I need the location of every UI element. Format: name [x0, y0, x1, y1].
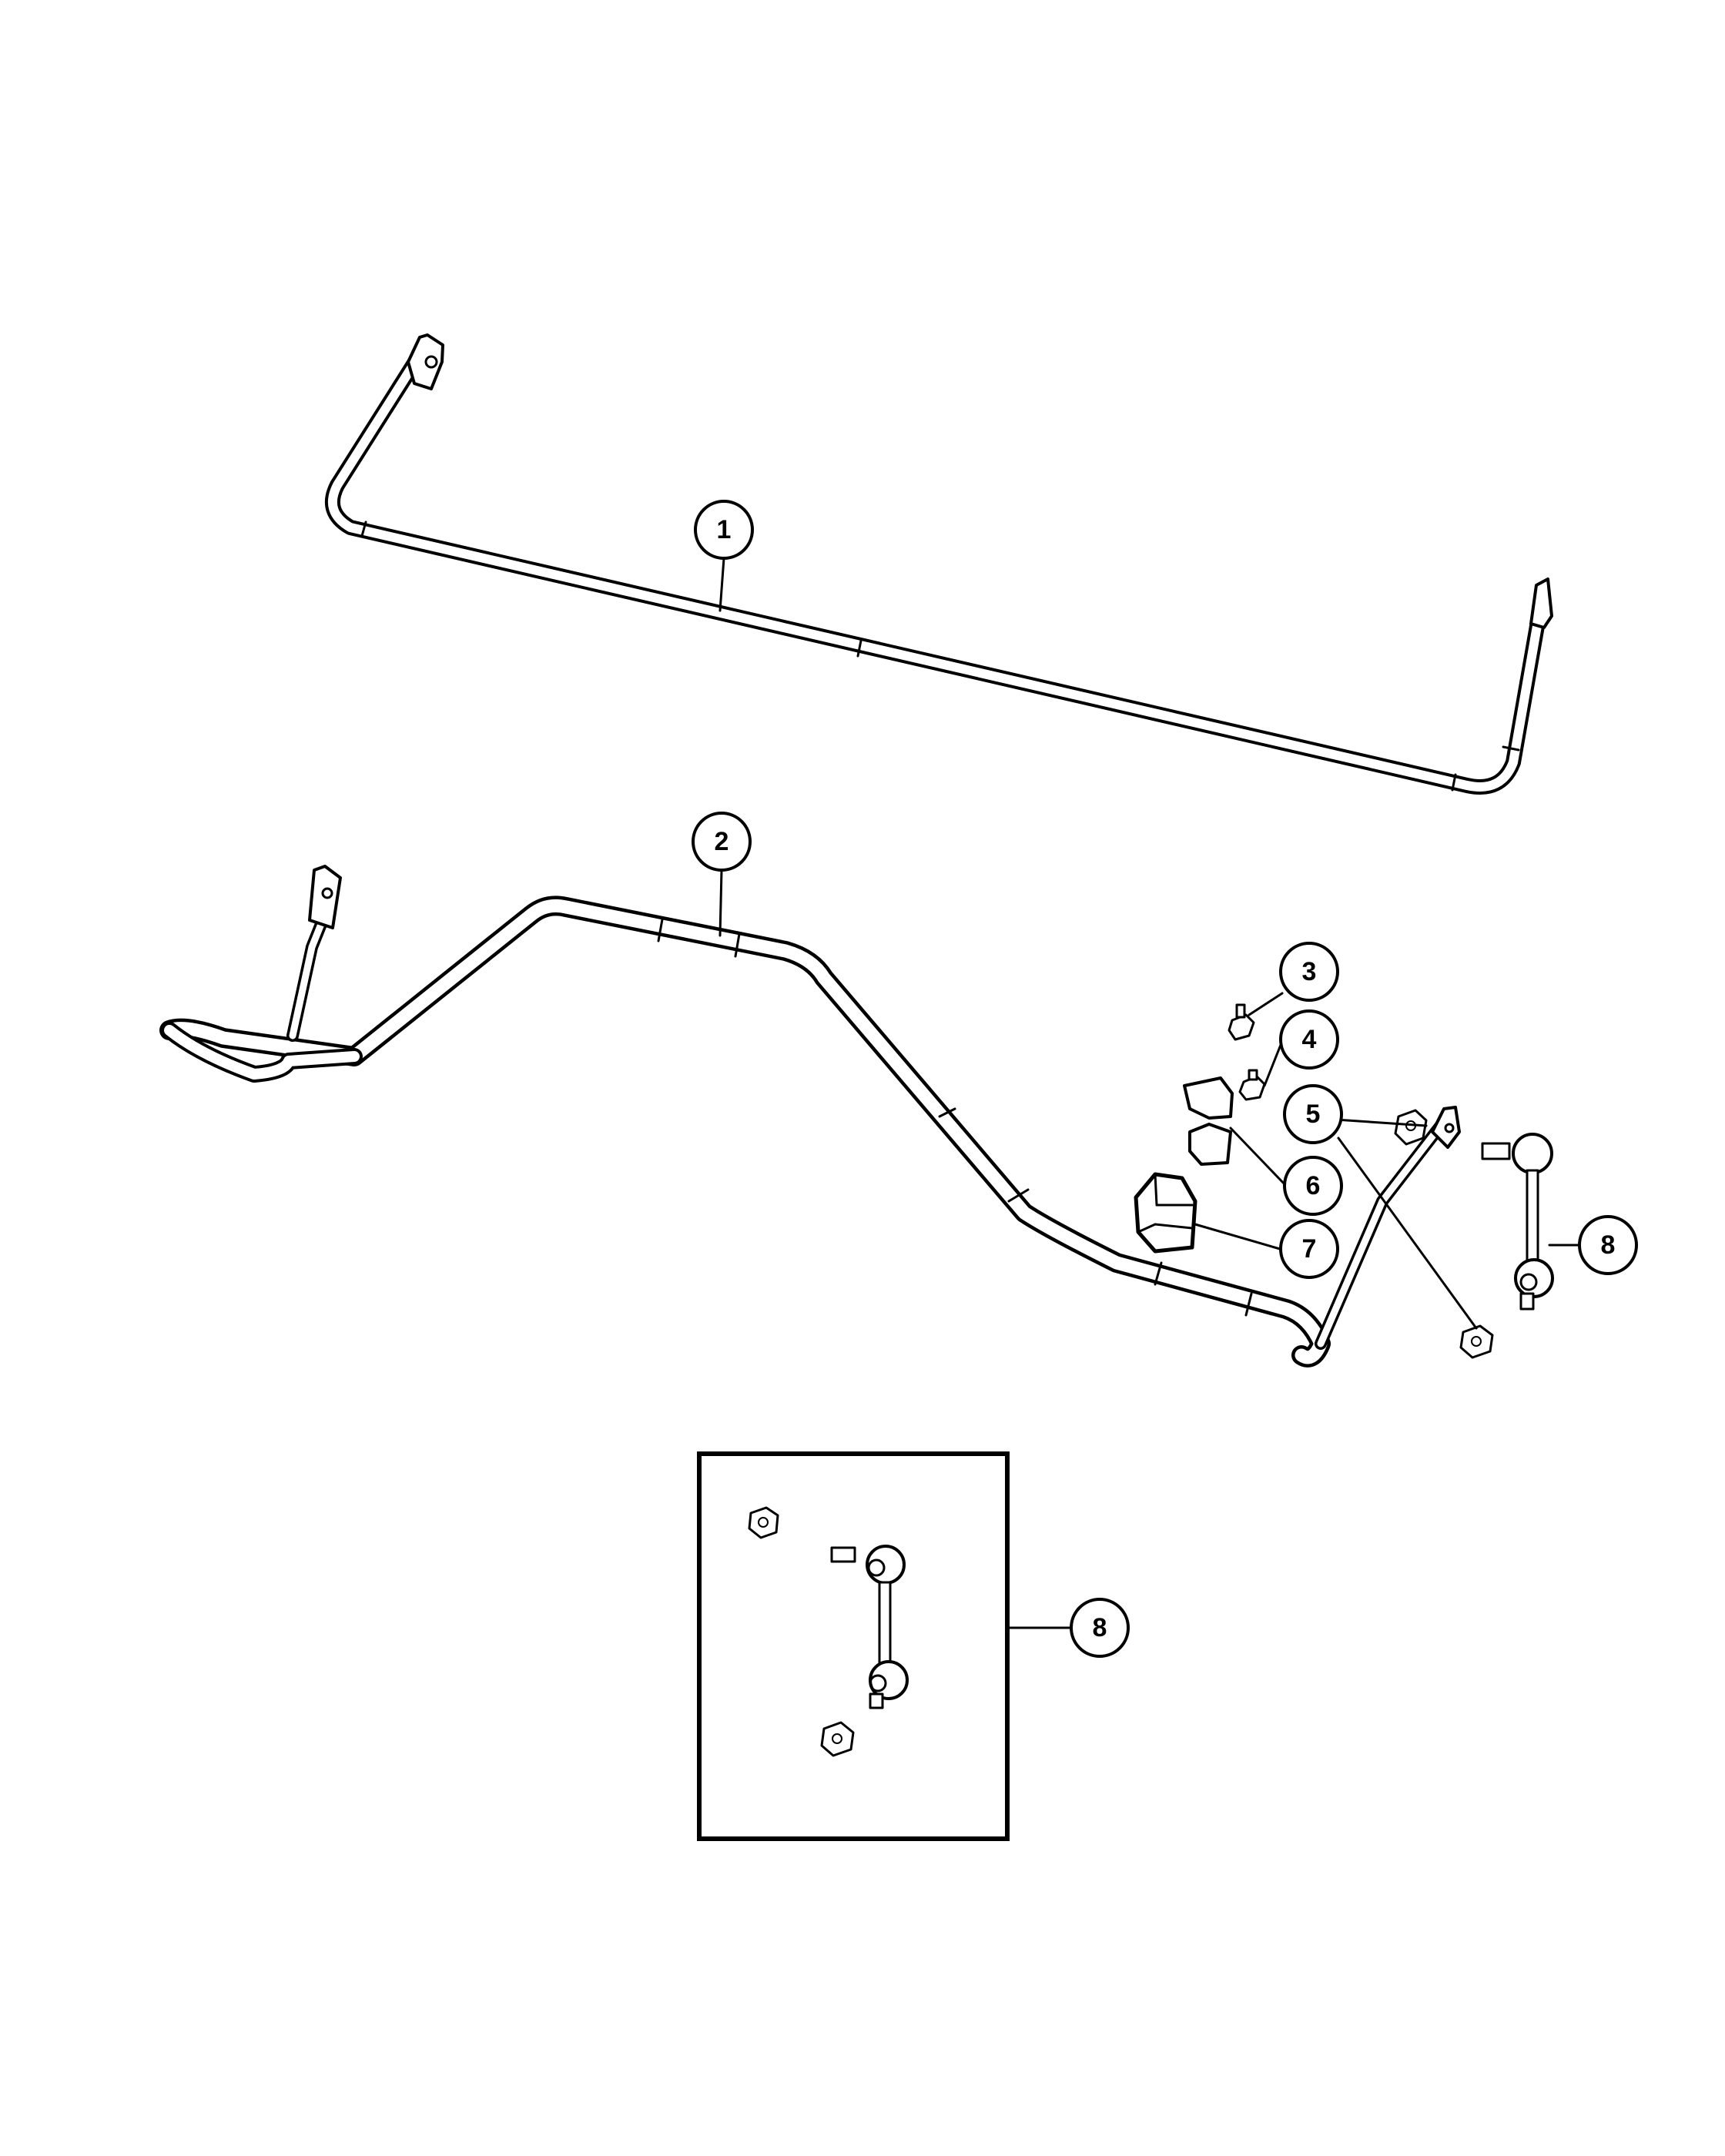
bolt-part-3: [1228, 1003, 1255, 1041]
callout-8: 8: [1578, 1215, 1638, 1275]
stabilizer-bar-2: [159, 865, 1461, 1368]
callout-2: 2: [692, 812, 752, 872]
callout-6: 6: [1283, 1156, 1343, 1216]
callout-3-label: 3: [1302, 957, 1317, 986]
callout-7: 7: [1279, 1219, 1339, 1279]
callout-8-inset-label: 8: [1093, 1613, 1107, 1642]
stabilizer-link-part-8: [1459, 1133, 1554, 1359]
callout-7-label: 7: [1302, 1234, 1317, 1264]
bracket-part-6: [1183, 1076, 1234, 1166]
nut-part-5: [1394, 1109, 1428, 1146]
callout-2-label: 2: [715, 827, 729, 856]
callout-6-label: 6: [1306, 1171, 1321, 1200]
bolt-part-4: [1238, 1069, 1266, 1101]
callout-8-inset: 8: [1070, 1598, 1130, 1658]
leader-lines: [718, 557, 1580, 1629]
callout-8-label: 8: [1601, 1230, 1616, 1260]
inset-box-part-8: [697, 1451, 1010, 1841]
callout-5-label: 5: [1306, 1100, 1321, 1129]
callout-1: 1: [694, 500, 754, 560]
callout-4: 4: [1279, 1009, 1339, 1070]
bushing-part-7: [1134, 1172, 1197, 1254]
callout-5: 5: [1283, 1084, 1343, 1144]
callout-4-label: 4: [1302, 1025, 1317, 1054]
callout-1-label: 1: [717, 515, 732, 544]
stabilizer-bar-1: [324, 333, 1553, 795]
callout-3: 3: [1279, 942, 1339, 1002]
